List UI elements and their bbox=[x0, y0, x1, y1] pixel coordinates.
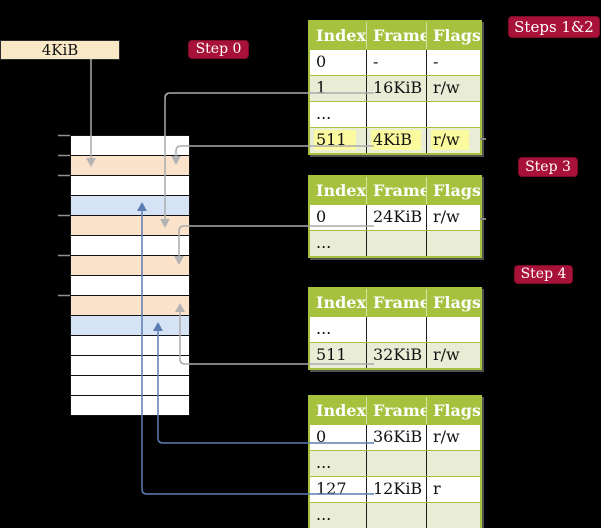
memory-row-32kib-frame bbox=[71, 296, 189, 316]
cell-flags bbox=[427, 451, 480, 476]
cell-index: 0 bbox=[310, 425, 367, 450]
cell-frame bbox=[367, 102, 427, 127]
cell-flags: r/w bbox=[427, 128, 480, 153]
table-header-row: Index Frame Flags bbox=[310, 397, 480, 424]
cell-frame: 36KiB bbox=[367, 425, 427, 450]
table-header-row: Index Frame Flags bbox=[310, 177, 480, 204]
memory-row-36kib-page bbox=[71, 316, 189, 336]
table-row: ... bbox=[310, 450, 480, 476]
table-row: ... bbox=[310, 316, 480, 342]
badge-step-3: Step 3 bbox=[518, 157, 578, 177]
badge-step-0: Step 0 bbox=[188, 40, 249, 59]
root-table-address-box: 4KiB bbox=[0, 40, 120, 60]
table-row: 127 12KiB r bbox=[310, 476, 480, 502]
memory-row-52kib-free bbox=[71, 396, 189, 415]
cell-flags: r/w bbox=[433, 78, 460, 97]
memory-row-8kib-free bbox=[71, 176, 189, 196]
cell-index: 0 bbox=[310, 50, 367, 75]
cell-index: ... bbox=[310, 317, 367, 342]
column-header-index: Index bbox=[310, 177, 367, 204]
table-row: ... bbox=[310, 230, 480, 256]
column-header-flags: Flags bbox=[433, 181, 480, 200]
cell-frame bbox=[367, 231, 427, 256]
cell-flags bbox=[427, 231, 480, 256]
memory-row-0kib-free bbox=[71, 136, 189, 156]
table-row: ... bbox=[310, 101, 480, 127]
address-tick-marks bbox=[58, 134, 70, 297]
highlight-frame: 4KiB bbox=[371, 130, 422, 150]
page-table-step-3: Index Frame Flags 0 24KiB r/w ... bbox=[308, 175, 482, 258]
cell-flags: r bbox=[433, 479, 441, 498]
cell-index: 511 bbox=[310, 128, 367, 153]
memory-row-16kib-frame bbox=[71, 216, 189, 236]
cell-flags bbox=[427, 102, 480, 127]
column-header-flags: Flags bbox=[433, 293, 480, 312]
page-table-level-high: Index Frame Flags 0 - - 1 16KiB r/w ... … bbox=[308, 20, 482, 155]
memory-row-48kib-free bbox=[71, 376, 189, 396]
memory-row-44kib-free bbox=[71, 356, 189, 376]
cell-index: ... bbox=[310, 451, 367, 476]
column-header-frame: Frame bbox=[367, 177, 427, 204]
cell-frame: 32KiB bbox=[367, 343, 427, 368]
cell-frame: 4KiB bbox=[367, 128, 427, 153]
column-header-index: Index bbox=[310, 289, 367, 316]
table-header-row: Index Frame Flags bbox=[310, 289, 480, 316]
memory-row-28kib-free bbox=[71, 276, 189, 296]
root-table-address-label: 4KiB bbox=[41, 41, 79, 59]
cell-frame bbox=[367, 317, 427, 342]
column-header-index: Index bbox=[310, 22, 367, 49]
cell-frame: 12KiB bbox=[367, 477, 427, 502]
table-row: 1 16KiB r/w bbox=[310, 75, 480, 101]
cell-frame: 24KiB bbox=[367, 205, 427, 230]
table-row: 0 24KiB r/w bbox=[310, 204, 480, 230]
column-header-frame: Frame bbox=[367, 289, 427, 316]
table-row: 511 32KiB r/w bbox=[310, 342, 480, 368]
column-header-flags: Flags bbox=[433, 26, 480, 45]
column-header-index: Index bbox=[310, 397, 367, 424]
cell-flags: r/w bbox=[433, 207, 460, 226]
memory-row-12kib-page bbox=[71, 196, 189, 216]
cell-index: 127 bbox=[310, 477, 367, 502]
cell-frame: - bbox=[367, 50, 427, 75]
cell-flags bbox=[427, 317, 480, 342]
cell-index: 511 bbox=[310, 343, 367, 368]
cell-flags: r/w bbox=[433, 427, 460, 446]
table-row: 0 36KiB r/w bbox=[310, 424, 480, 450]
cell-flags: r/w bbox=[433, 345, 460, 364]
cell-flags: - bbox=[433, 52, 439, 71]
cell-index: ... bbox=[310, 102, 367, 127]
memory-row-40kib-free bbox=[71, 336, 189, 356]
memory-row-20kib-free bbox=[71, 236, 189, 256]
column-header-frame: Frame bbox=[367, 22, 427, 49]
column-header-frame: Frame bbox=[367, 397, 427, 424]
cell-index: ... bbox=[310, 503, 367, 528]
physical-memory-column bbox=[70, 135, 190, 416]
page-table-level-1: Index Frame Flags 0 36KiB r/w ... 127 12… bbox=[308, 395, 482, 528]
table-row: 0 - - bbox=[310, 49, 480, 75]
highlight-flags: r/w bbox=[431, 130, 469, 150]
badge-step-4: Step 4 bbox=[514, 265, 573, 284]
memory-row-4kib-frame bbox=[71, 156, 189, 176]
cell-index: ... bbox=[310, 231, 367, 256]
table-header-row: Index Frame Flags bbox=[310, 22, 480, 49]
table-row-highlighted: 511 4KiB r/w bbox=[310, 127, 480, 153]
badge-steps-1-2: Steps 1&2 bbox=[508, 16, 600, 38]
page-table-step-4: Index Frame Flags ... 511 32KiB r/w bbox=[308, 287, 482, 370]
cell-flags bbox=[427, 503, 480, 528]
cell-index: 1 bbox=[310, 76, 367, 101]
highlight-index: 511 bbox=[314, 130, 356, 150]
cell-frame bbox=[367, 451, 427, 476]
cell-frame: 16KiB bbox=[367, 76, 427, 101]
memory-row-24kib-frame bbox=[71, 256, 189, 276]
cell-index: 0 bbox=[310, 205, 367, 230]
table-row: ... bbox=[310, 502, 480, 528]
cell-frame bbox=[367, 503, 427, 528]
column-header-flags: Flags bbox=[433, 401, 480, 420]
